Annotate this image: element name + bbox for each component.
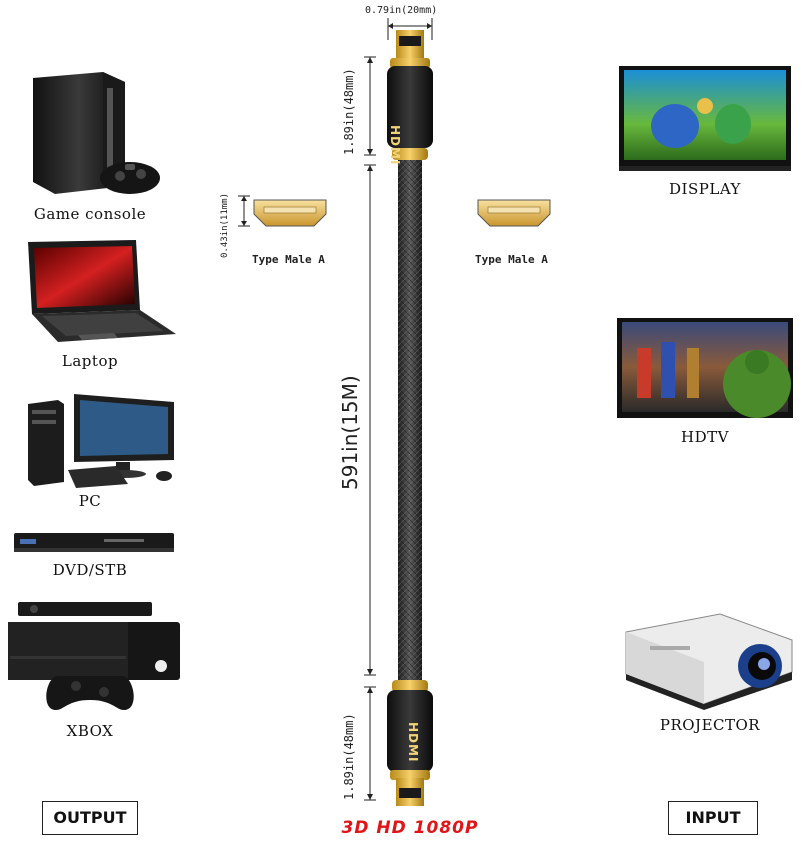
laptop-image (18, 238, 178, 346)
display-tv-image (615, 66, 795, 176)
dimension-connector-length-top: 1.89in(48mm) (342, 68, 356, 155)
port-label-right: Type Male A (475, 253, 548, 266)
hdmi-cable (380, 28, 440, 810)
connector-brand-top: HDMI (388, 125, 402, 166)
projector-image (620, 610, 800, 710)
device-label-hdtv: HDTV (681, 428, 729, 446)
hdmi-port-left-icon (250, 196, 330, 230)
device-label-display: DISPLAY (669, 180, 741, 198)
input-box: INPUT (668, 801, 758, 835)
port-label-left: Type Male A (252, 253, 325, 266)
dimension-connector-width: 0.79in(20mm) (365, 5, 438, 16)
dimension-cable-length: 591in(15M) (338, 375, 362, 490)
dvd-player-image (14, 528, 176, 558)
device-label-pc: PC (78, 492, 102, 510)
port-height-dimension-line (236, 180, 252, 246)
dimension-connector-length-bottom: 1.89in(48mm) (342, 713, 356, 800)
device-label-projector: PROJECTOR (659, 716, 761, 734)
hdmi-port-right-icon (474, 196, 554, 230)
device-label-laptop: Laptop (61, 352, 119, 370)
device-label-dvd-stb: DVD/STB (52, 561, 128, 579)
xbox-console-image (6, 600, 182, 715)
length-dimension-lines (360, 55, 380, 815)
output-box: OUTPUT (42, 801, 138, 835)
desktop-pc-image (24, 390, 184, 490)
feature-tagline: 3D HD 1080P (341, 818, 479, 838)
dimension-port-height: 0.43in(11mm) (220, 192, 230, 258)
hdtv-image (617, 318, 797, 423)
device-label-xbox: XBOX (66, 722, 114, 740)
device-label-game-console: Game console (33, 205, 147, 223)
game-console-image (25, 68, 165, 203)
connector-brand-bottom: HDMI (406, 722, 420, 763)
width-dimension-line (385, 18, 435, 40)
